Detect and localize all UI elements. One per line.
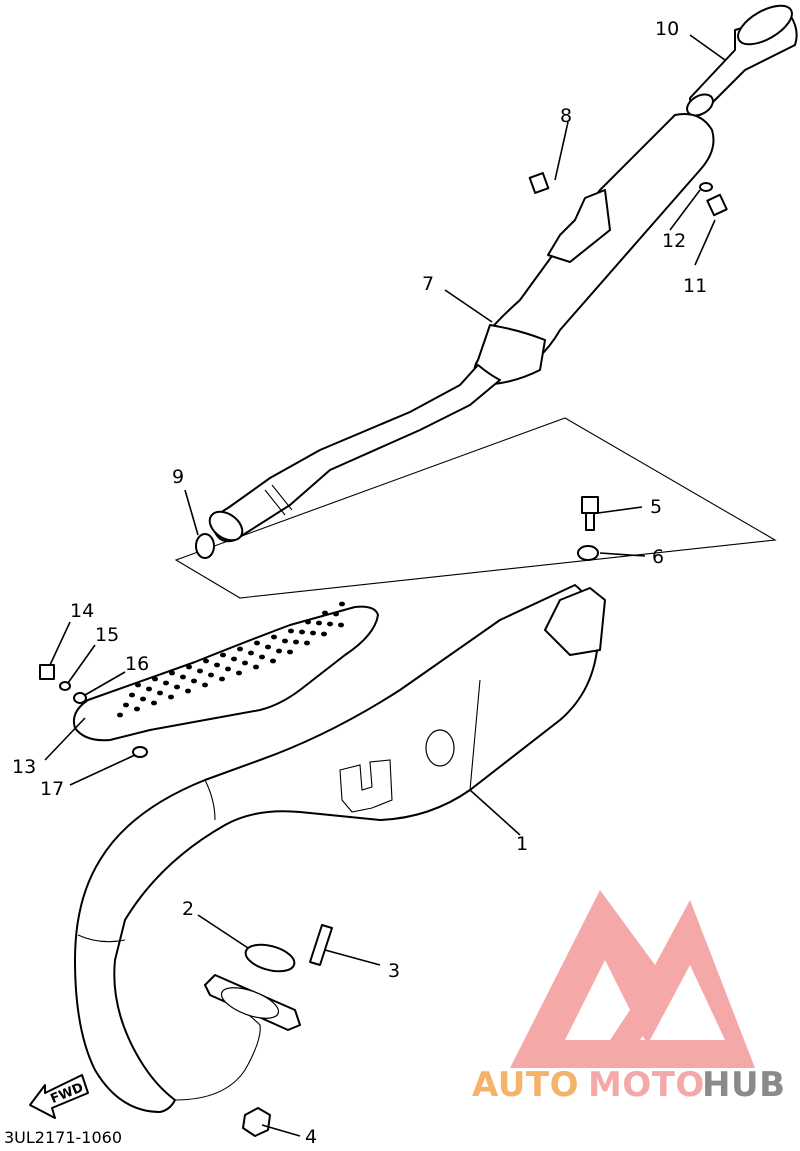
perforation-dot [157, 690, 163, 696]
callout-16: 16 [125, 653, 149, 675]
perforation-dot [338, 622, 344, 628]
silencer-assembly [208, 4, 798, 543]
washer [59, 681, 71, 691]
forward-arrow: FWD [29, 1074, 89, 1119]
perforation-dot [140, 696, 146, 702]
screw [706, 193, 728, 217]
perforation-dot [202, 682, 208, 688]
callout-17: 17 [40, 778, 64, 800]
callout-labels: 1 2 3 4 5 6 7 8 9 10 11 12 13 14 15 16 1… [12, 18, 707, 1148]
callout-11: 11 [683, 275, 707, 297]
callout-15: 15 [95, 624, 119, 646]
bolt [528, 172, 550, 194]
perforation-dot [287, 649, 293, 655]
perforation-dot [270, 658, 276, 664]
perforation-dot [169, 670, 175, 676]
callout-14: 14 [70, 600, 94, 622]
perforation-dot [163, 680, 169, 686]
perforation-dot [168, 694, 174, 700]
perforation-dot [316, 620, 322, 626]
perforation-dot [253, 664, 259, 670]
perforation-dot [310, 630, 316, 636]
callout-12: 12 [662, 230, 686, 252]
perforation-dot [282, 638, 288, 644]
perforation-dot [180, 674, 186, 680]
perforation-dot [242, 660, 248, 666]
perforation-dot [248, 650, 254, 656]
perforation-dot [123, 702, 129, 708]
perforation-dot [152, 676, 158, 682]
callout-1: 1 [516, 833, 528, 855]
watermark-moto: MOTO [588, 1065, 705, 1105]
callout-10: 10 [655, 18, 679, 40]
stud-bolt [309, 924, 333, 966]
callout-3: 3 [388, 960, 400, 982]
callout-2: 2 [182, 898, 194, 920]
perforation-dot [254, 640, 260, 646]
group-outline [174, 417, 777, 599]
perforation-dot [265, 644, 271, 650]
perforation-dot [135, 682, 141, 688]
perforation-dot [134, 706, 140, 712]
perforation-dot [219, 676, 225, 682]
perforation-dot [185, 688, 191, 694]
watermark-hub: HUB [702, 1065, 785, 1105]
callout-6: 6 [652, 546, 664, 568]
perforation-dot [293, 639, 299, 645]
callout-13: 13 [12, 756, 36, 778]
perforation-dot [322, 610, 328, 616]
washer [132, 746, 148, 758]
perforation-dot [236, 670, 242, 676]
perforation-dot [305, 619, 311, 625]
perforation-dot [299, 629, 305, 635]
perforation-dot [129, 692, 135, 698]
bolt [581, 496, 599, 514]
perforation-dot [214, 662, 220, 668]
perforation-dot [339, 601, 345, 607]
perforation-dot [220, 652, 226, 658]
perforation-dot [327, 621, 333, 627]
perforation-dot [304, 640, 310, 646]
leader-lines [44, 34, 726, 1137]
perforation-dot [231, 656, 237, 662]
watermark-logo [510, 890, 755, 1068]
perforation-dot [259, 654, 265, 660]
perforation-dot [237, 646, 243, 652]
washer [577, 545, 599, 561]
perforation-dot [225, 666, 231, 672]
nut [242, 1107, 271, 1137]
perforation-dot [271, 634, 277, 640]
callout-5: 5 [650, 496, 662, 518]
callout-4: 4 [305, 1126, 317, 1147]
perforation-dot [186, 664, 192, 670]
bolt [39, 664, 55, 680]
watermark-auto: AUTO [472, 1065, 579, 1105]
perforation-dot [151, 700, 157, 706]
expansion-chamber [74, 584, 606, 1113]
perforation-dot [191, 678, 197, 684]
gasket [244, 943, 296, 973]
diagram-code: 3UL2171-1060 [4, 1128, 122, 1147]
washer [699, 182, 713, 192]
callout-8: 8 [560, 105, 572, 127]
perforation-dot [197, 668, 203, 674]
callout-7: 7 [422, 273, 434, 295]
perforation-dot [146, 686, 152, 692]
collar [73, 692, 87, 704]
perforation-dot [288, 628, 294, 634]
perforation-dot [174, 684, 180, 690]
perforation-dot [333, 611, 339, 617]
gasket-ring [195, 533, 215, 559]
watermark-text: AUTO MOTO HUB [472, 1065, 785, 1105]
callout-9: 9 [172, 466, 184, 488]
perforation-dot [203, 658, 209, 664]
perforation-dot [276, 648, 282, 654]
heat-protector [72, 601, 379, 742]
perforation-dot [117, 712, 123, 718]
perforation-dot [321, 631, 327, 637]
perforation-dot [208, 672, 214, 678]
